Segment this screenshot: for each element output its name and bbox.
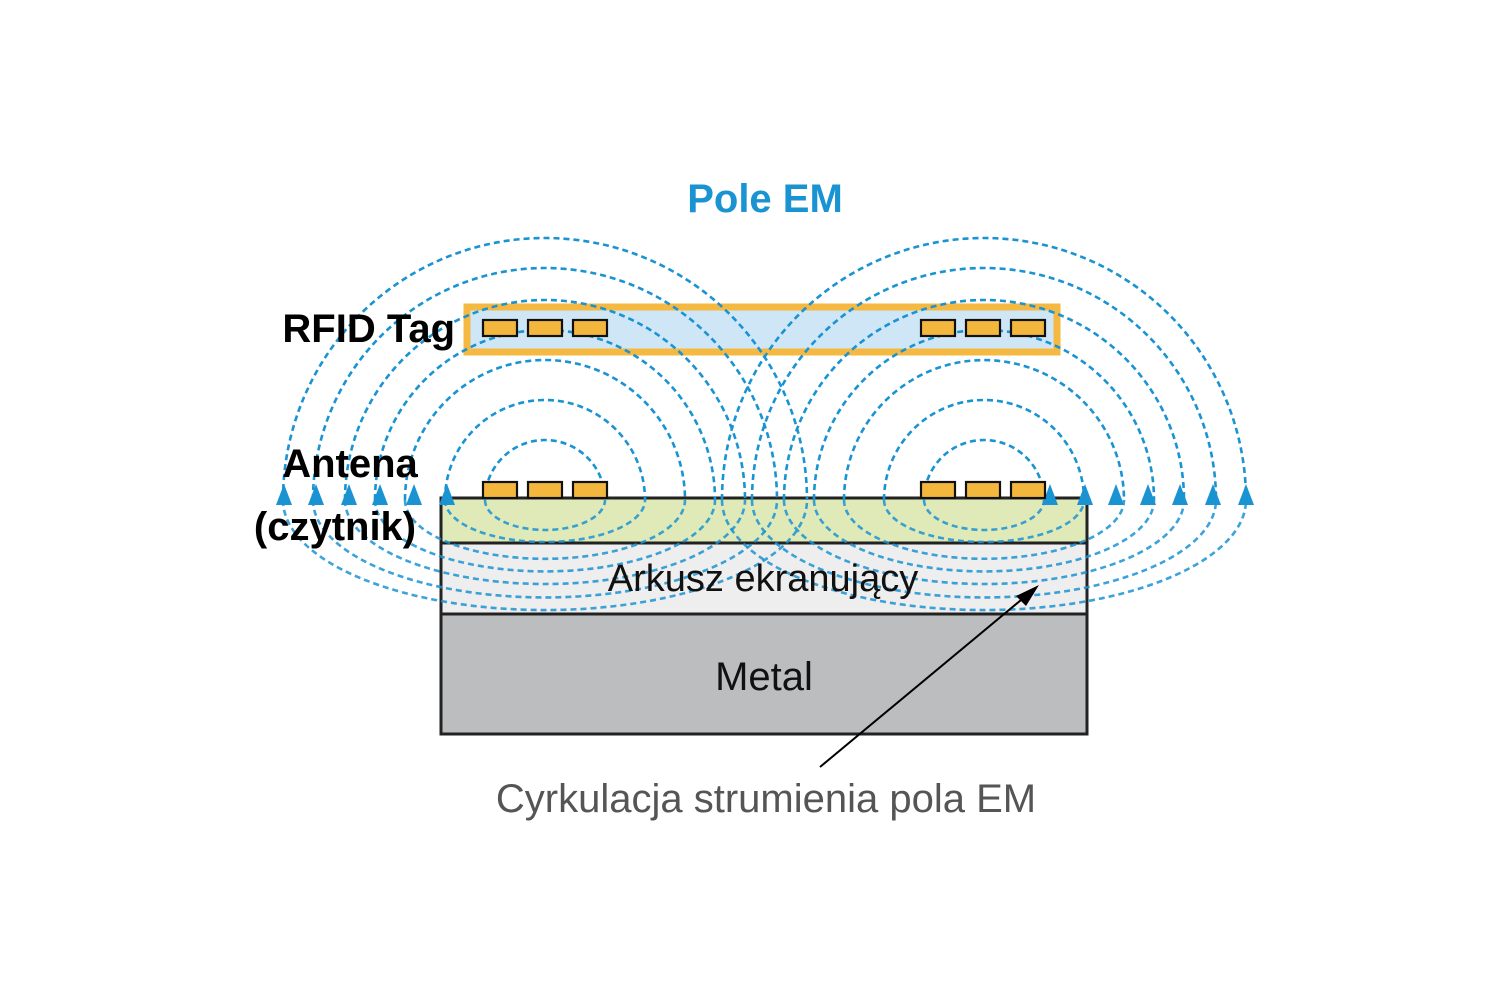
field-line-lower (483, 499, 607, 532)
field-arrow-icon (1108, 484, 1124, 505)
field-line-lower (782, 499, 1186, 586)
circulation-pointer-line (819, 594, 1028, 768)
chip-pad-icon (526, 480, 564, 500)
field-arrow-icon (1077, 484, 1093, 505)
field-line-upper (842, 358, 1126, 501)
shield-sheet-label: Arkusz ekranujący (608, 558, 918, 600)
field-line-upper (311, 266, 779, 501)
field-line-lower (311, 499, 779, 599)
field-line-lower (720, 499, 1248, 612)
field-arrow-icon (1042, 484, 1058, 505)
chip-pad-icon (571, 480, 609, 500)
field-line-upper (343, 298, 747, 501)
field-line-lower (281, 499, 809, 612)
em-field-arrows (276, 484, 1254, 505)
tag-label: RFID Tag (282, 307, 455, 351)
field-line-lower (373, 499, 717, 573)
field-line-lower (750, 499, 1218, 599)
chip-pads (481, 318, 1047, 500)
field-arrow-icon (1140, 484, 1156, 505)
field-arrow-icon (276, 484, 292, 505)
field-line-upper (922, 438, 1046, 501)
field-line-upper (403, 358, 687, 501)
chip-pad-icon (1009, 480, 1047, 500)
chip-pad-icon (571, 318, 609, 338)
field-arrow-icon (439, 484, 455, 505)
field-line-lower (403, 499, 687, 561)
chip-pad-icon (919, 318, 957, 338)
circulation-pointer-arrowhead (1016, 585, 1039, 606)
shield-sheet (439, 541, 1089, 616)
field-line-lower (882, 499, 1086, 544)
field-line-lower (443, 499, 647, 544)
field-arrow-icon (406, 484, 422, 505)
field-arrow-icon (372, 484, 388, 505)
field-arrow-icon (1238, 484, 1254, 505)
field-line-lower (922, 499, 1046, 532)
field-arrow-icon (341, 484, 357, 505)
field-line-lower (842, 499, 1126, 561)
field-line-upper (373, 328, 717, 501)
field-arrow-icon (308, 484, 324, 505)
field-line-upper (812, 328, 1156, 501)
chip-pad-icon (964, 318, 1002, 338)
field-line-upper (750, 266, 1218, 501)
circulation-label: Cyrkulacja strumienia pola EM (496, 777, 1036, 821)
field-line-lower (343, 499, 747, 586)
antenna-label-line1: Antena (282, 442, 418, 486)
chip-pad-icon (1009, 318, 1047, 338)
chip-pad-icon (481, 318, 519, 338)
field-arrow-icon (1205, 484, 1221, 505)
field-title: Pole EM (687, 177, 843, 221)
chip-pad-icon (526, 318, 564, 338)
field-line-upper (483, 438, 607, 501)
antenna-layer (439, 496, 1089, 545)
field-line-upper (720, 236, 1248, 501)
antenna-label-line2: (czytnik) (254, 505, 416, 549)
chip-pad-icon (481, 480, 519, 500)
em-field-lines (281, 236, 1248, 612)
field-line-lower (812, 499, 1156, 573)
field-line-upper (782, 298, 1186, 501)
field-line-upper (281, 236, 809, 501)
chip-pad-icon (964, 480, 1002, 500)
metal-label: Metal (715, 655, 813, 699)
field-arrow-icon (1172, 484, 1188, 505)
chip-pad-icon (919, 480, 957, 500)
